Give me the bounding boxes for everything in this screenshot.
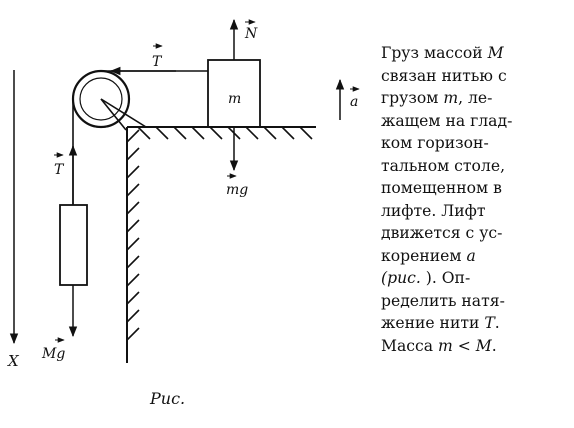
problem-text-fragment: связан нитью с (381, 66, 507, 85)
tension-label-left: T (54, 162, 65, 178)
problem-line: корением a (381, 245, 567, 268)
problem-text-fragment: движется с ус- (381, 224, 503, 242)
problem-text-fragment: ределить натя- (381, 291, 505, 310)
hatch-mark (126, 291, 140, 305)
problem-line: движется с ус- (381, 222, 567, 245)
problem-text-fragment: M (487, 44, 504, 62)
problem-text-fragment: , ле- (458, 89, 493, 107)
hatch-mark (126, 165, 140, 179)
problem-text-fragment: тальном столе, (381, 156, 506, 175)
problem-text-fragment: M (475, 336, 492, 355)
pulley-inner-ring (79, 77, 123, 121)
problem-line: жение нити T. (381, 312, 567, 335)
weight-label-small: mg (226, 182, 248, 198)
pulley-bracket (100, 98, 127, 131)
hatch-mark (126, 327, 140, 341)
problem-text-fragment: Груз массой (381, 44, 488, 62)
hatch-mark (126, 309, 140, 323)
acceleration-label: a (350, 94, 358, 110)
problem-line: связан нитью с (381, 65, 567, 88)
problem-text-fragment: T (484, 314, 495, 332)
hatch-mark (227, 126, 241, 140)
hatch-mark (299, 126, 313, 140)
hatch-mark (281, 126, 295, 140)
problem-text-fragment: a (466, 246, 476, 265)
normal-force-label: N (244, 26, 258, 42)
hatch-mark (126, 147, 140, 161)
hatch-mark (126, 255, 140, 269)
pulley-bracket-2 (100, 98, 147, 128)
block-m-label: m (228, 91, 241, 107)
problem-text-fragment: корением (381, 246, 467, 265)
problem-text-fragment: . (494, 314, 500, 332)
problem-text-fragment: помещенном в (381, 179, 502, 197)
hatch-mark (191, 126, 205, 140)
problem-line: ределить натя- (381, 290, 567, 313)
problem-text-fragment: Масса (381, 336, 438, 355)
hatch-mark (126, 273, 140, 287)
table-top-hatching (137, 126, 313, 140)
hatch-mark (245, 126, 259, 140)
hatch-mark (173, 126, 187, 140)
problem-text-fragment: < (452, 336, 476, 355)
x-axis-label: X (7, 352, 20, 370)
hatch-mark (263, 126, 277, 140)
problem-line: жащем на глад- (381, 110, 567, 133)
hatch-mark (137, 126, 151, 140)
problem-line: лифте. Лифт (381, 200, 567, 223)
problem-text-fragment: грузом (381, 89, 444, 107)
hatch-mark (126, 237, 140, 251)
hatch-mark (126, 201, 140, 215)
figure-caption: Рис. (149, 389, 185, 408)
problem-line: Масса m < M. (381, 335, 567, 358)
hatch-mark (155, 126, 169, 140)
problem-line: грузом m, ле- (381, 87, 567, 110)
block-M (59, 204, 88, 286)
problem-line: тальном столе, (381, 155, 567, 178)
problem-text-fragment: ком горизон- (381, 134, 489, 152)
problem-text-fragment: (рис. (381, 269, 426, 287)
problem-line: Груз массой M (381, 42, 567, 65)
hatch-mark (209, 126, 223, 140)
physics-diagram: X T T Mg m N mg a Рис. (7, 18, 360, 408)
problem-text-fragment: жение нити (381, 314, 485, 332)
problem-text-fragment: жащем на глад- (381, 111, 513, 130)
hatch-mark (126, 129, 140, 143)
problem-line: ком горизон- (381, 132, 567, 155)
problem-line: помещенном в (381, 177, 567, 200)
problem-text-fragment: ). Оп- (425, 269, 471, 287)
tension-label-top: T (152, 54, 163, 70)
hatch-mark (126, 183, 140, 197)
problem-text-fragment: m (437, 336, 453, 355)
table-side-hatching (126, 129, 140, 341)
problem-text-fragment: лифте. Лифт (381, 201, 486, 220)
hatch-mark (126, 219, 140, 233)
problem-line: (рис. ). Оп- (381, 267, 567, 290)
problem-text-fragment: . (491, 336, 497, 355)
weight-label-big: Mg (41, 346, 65, 362)
problem-text-fragment: m (443, 89, 459, 107)
